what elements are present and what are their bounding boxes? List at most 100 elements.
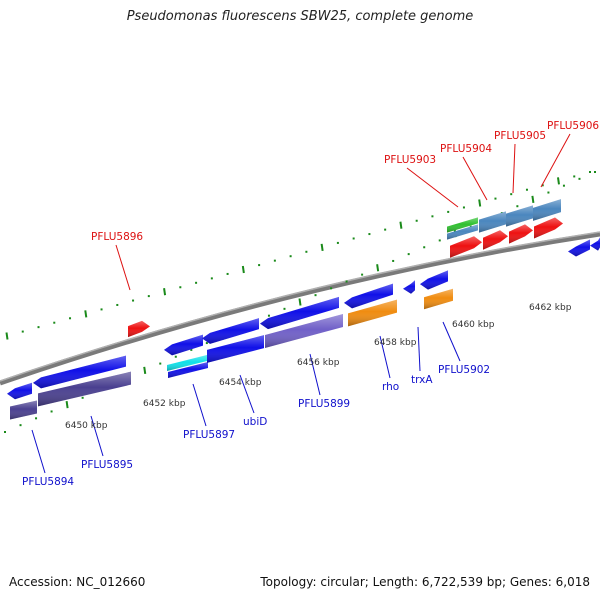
feature-shading	[483, 230, 508, 250]
cds-PFLU5904[interactable]	[479, 211, 506, 233]
minor-tick	[589, 171, 591, 173]
gene-label-PFLU5903[interactable]: PFLU5903	[384, 154, 436, 166]
feature-shading	[167, 354, 207, 372]
minor-tick	[510, 193, 513, 196]
leader-PFLU5902	[442, 321, 461, 362]
cds-PFLU5897-b[interactable]	[168, 361, 208, 379]
gene-label-PFLU5897[interactable]: PFLU5897	[183, 429, 235, 441]
major-tick	[399, 221, 403, 229]
gene-label-trxA[interactable]: trxA	[411, 374, 433, 386]
gene-label-PFLU5906[interactable]: PFLU5906	[547, 120, 599, 132]
major-tick	[478, 199, 482, 207]
feature-shading	[207, 335, 264, 363]
cds-rho[interactable]	[348, 299, 397, 327]
minor-tick	[226, 272, 229, 275]
minor-tick	[578, 177, 581, 180]
feature-tracks	[7, 199, 600, 420]
minor-tick	[494, 197, 497, 200]
gene-trxA[interactable]	[403, 280, 415, 294]
gene-PFLU5902[interactable]	[420, 270, 448, 290]
minor-tick	[4, 431, 6, 433]
minor-tick	[438, 239, 441, 242]
major-tick	[163, 288, 167, 296]
feature-shading	[128, 320, 150, 338]
cds-PFLU5902[interactable]	[424, 288, 453, 310]
gene-label-PFLU5896[interactable]: PFLU5896	[91, 231, 143, 243]
feature-shading	[265, 313, 343, 349]
cds-PFLU5894[interactable]	[10, 400, 37, 420]
gene-PFLU5908[interactable]	[590, 237, 600, 251]
gene-PFLU5895[interactable]	[33, 355, 126, 389]
cds-PFLU5903-a[interactable]	[447, 217, 478, 233]
leader-PFLU5906	[540, 133, 571, 188]
minor-tick	[345, 280, 348, 283]
minor-tick	[562, 184, 565, 187]
scale-label: 6452 kbp	[143, 399, 186, 409]
minor-tick	[314, 294, 317, 297]
gene-PFLU5903[interactable]	[450, 236, 482, 258]
major-tick	[241, 265, 245, 274]
gene-label-rho[interactable]: rho	[382, 381, 399, 393]
leader-PFLU5897	[192, 383, 207, 427]
gene-PFLU5905[interactable]	[509, 224, 533, 244]
gene-PFLU5906[interactable]	[534, 217, 563, 239]
cds-PFLU5899[interactable]	[265, 313, 343, 349]
minor-tick	[258, 264, 261, 267]
gene-label-PFLU5899[interactable]: PFLU5899	[298, 398, 350, 410]
minor-tick	[547, 191, 550, 194]
minor-tick	[19, 424, 22, 427]
gene-PFLU5907[interactable]	[568, 239, 590, 257]
minor-tick	[447, 210, 450, 213]
cds-PFLU5903-b[interactable]	[447, 224, 478, 240]
major-tick	[556, 177, 560, 185]
minor-tick	[415, 219, 418, 222]
major-tick	[376, 264, 380, 272]
minor-tick	[21, 330, 24, 333]
minor-tick	[594, 171, 596, 173]
minor-tick	[100, 308, 103, 311]
gene-PFLU5899[interactable]	[260, 296, 339, 330]
minor-tick	[407, 253, 410, 256]
gene-label-PFLU5895[interactable]: PFLU5895	[81, 459, 133, 471]
gene-label-ubiD[interactable]: ubiD	[243, 416, 267, 428]
feature-shading	[260, 296, 339, 330]
gene-PFLU5894[interactable]	[7, 382, 32, 400]
cds-PFLU5895[interactable]	[38, 371, 131, 407]
gene-label-PFLU5894[interactable]: PFLU5894	[22, 476, 74, 488]
cds-PFLU5905[interactable]	[506, 205, 533, 227]
map-title: Pseudomonas fluorescens SBW25, complete …	[126, 9, 474, 24]
minor-tick	[205, 342, 208, 345]
cds-PFLU5906[interactable]	[533, 199, 561, 221]
feature-shading	[348, 299, 397, 327]
feature-shading	[479, 211, 506, 233]
gene-rho[interactable]	[344, 283, 393, 309]
feature-shading	[568, 239, 590, 257]
leader-PFLU5903	[406, 167, 459, 208]
gene-label-PFLU5905[interactable]: PFLU5905	[494, 130, 546, 142]
gene-PFLU5904[interactable]	[483, 230, 508, 250]
minor-tick	[81, 396, 84, 399]
feature-shading	[590, 237, 600, 251]
feature-shading	[403, 280, 415, 294]
leader-trxA	[417, 326, 421, 372]
cds-ubiD[interactable]	[207, 335, 264, 363]
leader-rho	[379, 335, 391, 379]
scale-label: 6456 kbp	[297, 358, 340, 368]
cds-PFLU5897-a[interactable]	[167, 354, 207, 372]
minor-tick	[352, 237, 355, 240]
feature-shading	[202, 318, 259, 344]
scale-label: 6458 kbp	[374, 338, 417, 348]
major-tick	[65, 400, 69, 409]
gene-PFLU5897[interactable]	[164, 334, 203, 356]
gene-ubiD[interactable]	[202, 318, 259, 344]
feature-shading	[534, 217, 563, 239]
major-tick	[320, 243, 324, 251]
gene-label-PFLU5902[interactable]: PFLU5902	[438, 364, 490, 376]
minor-tick	[525, 188, 528, 191]
gene-label-PFLU5904[interactable]: PFLU5904	[440, 143, 492, 155]
minor-tick	[273, 259, 276, 262]
leader-PFLU5905	[512, 143, 516, 194]
label-leaders	[31, 133, 571, 474]
gene-PFLU5896[interactable]	[128, 320, 150, 338]
minor-tick	[69, 317, 72, 320]
